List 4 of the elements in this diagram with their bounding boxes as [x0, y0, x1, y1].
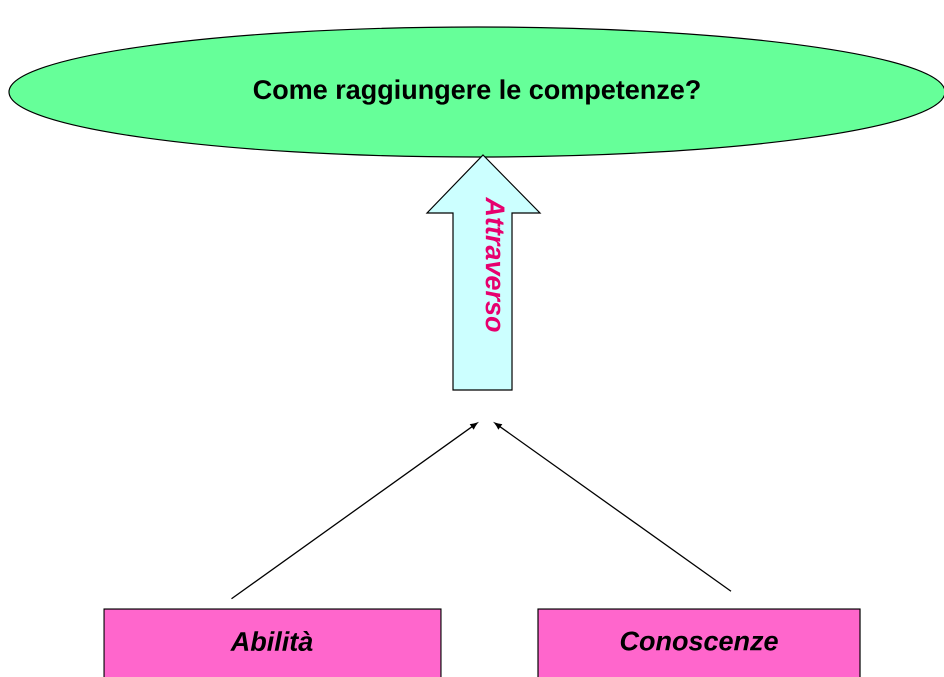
- arrow: [494, 422, 732, 592]
- topic-box: Conoscenze: [537, 608, 861, 677]
- topic-box: Abilità: [103, 608, 442, 677]
- arrow: [231, 422, 478, 600]
